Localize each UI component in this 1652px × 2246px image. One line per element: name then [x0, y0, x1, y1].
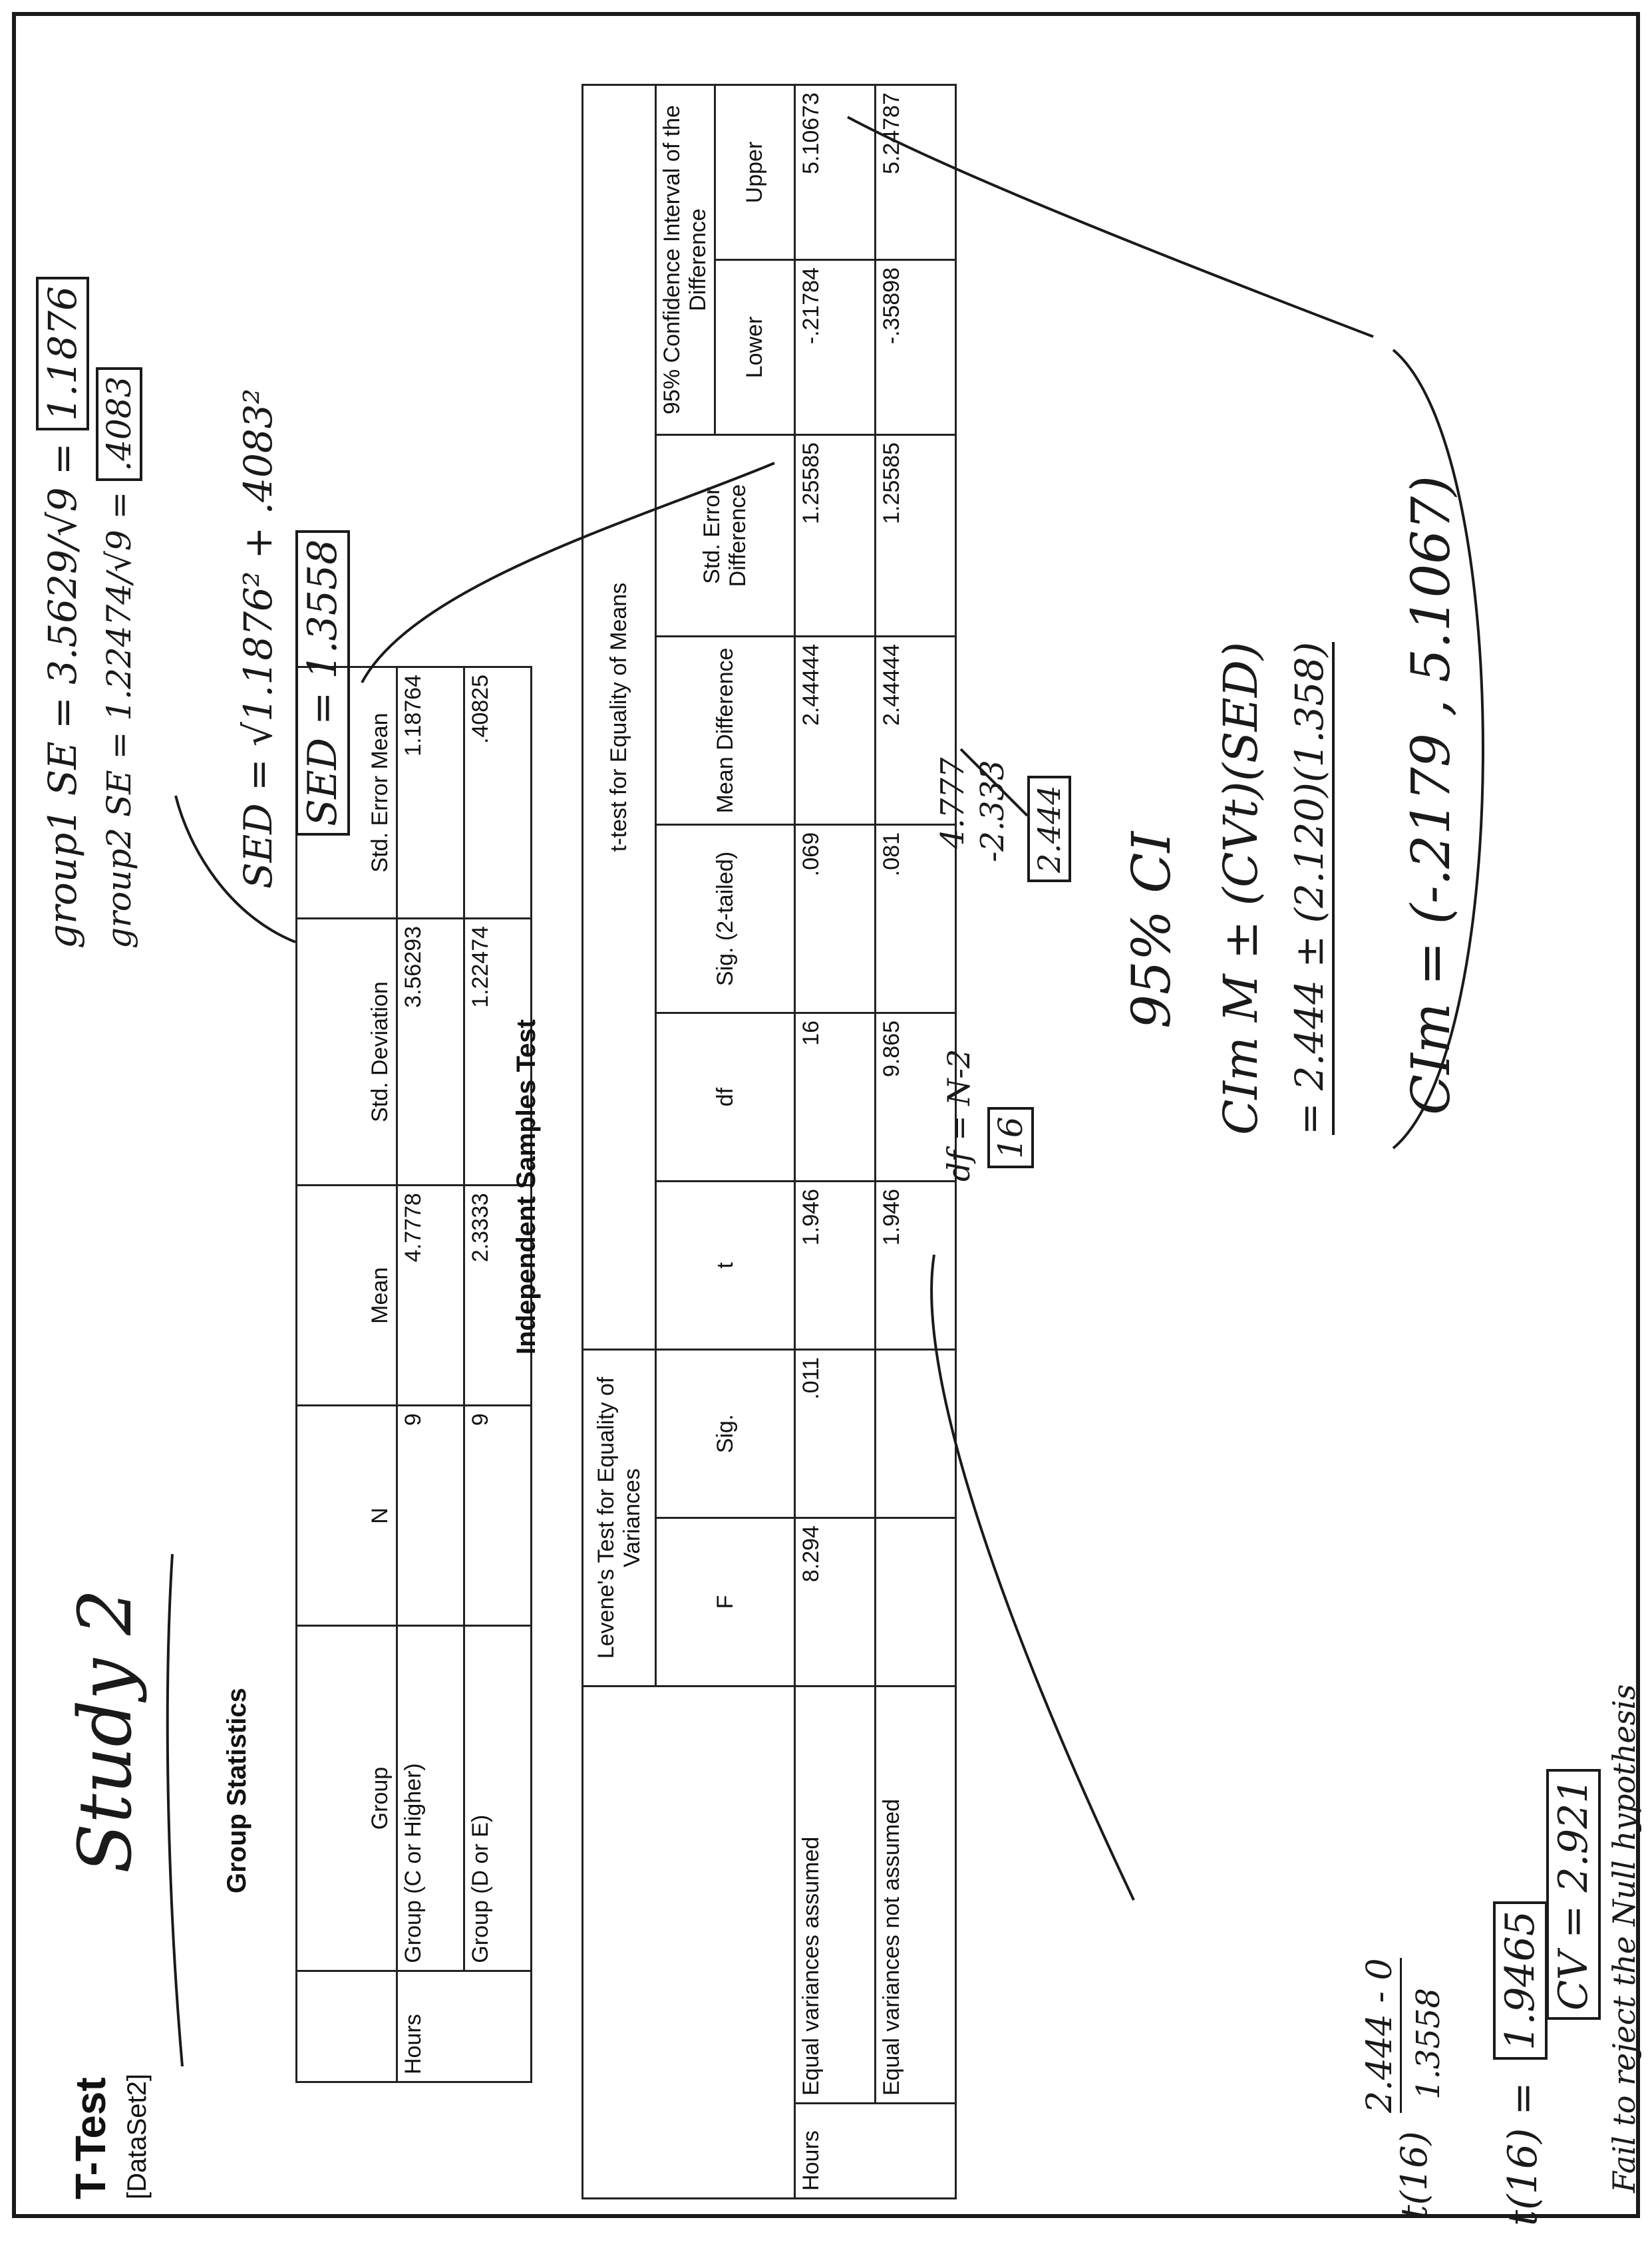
se-mean-link — [174, 795, 296, 943]
ci-upper-arrow — [847, 116, 1374, 338]
sed-to-se-diff-arrow — [361, 462, 775, 683]
annotation-ink — [166, 116, 1484, 2067]
study-underline — [166, 1553, 184, 2067]
rotated-printout: T-Test [DataSet2] Group Statistics Group… — [16, 16, 1652, 2246]
mean-calc-arrow — [959, 748, 1029, 817]
ci-bracket — [1392, 349, 1484, 1150]
t-value-arrow — [930, 1254, 1135, 1901]
page-frame: T-Test [DataSet2] Group Statistics Group… — [12, 12, 1642, 2226]
